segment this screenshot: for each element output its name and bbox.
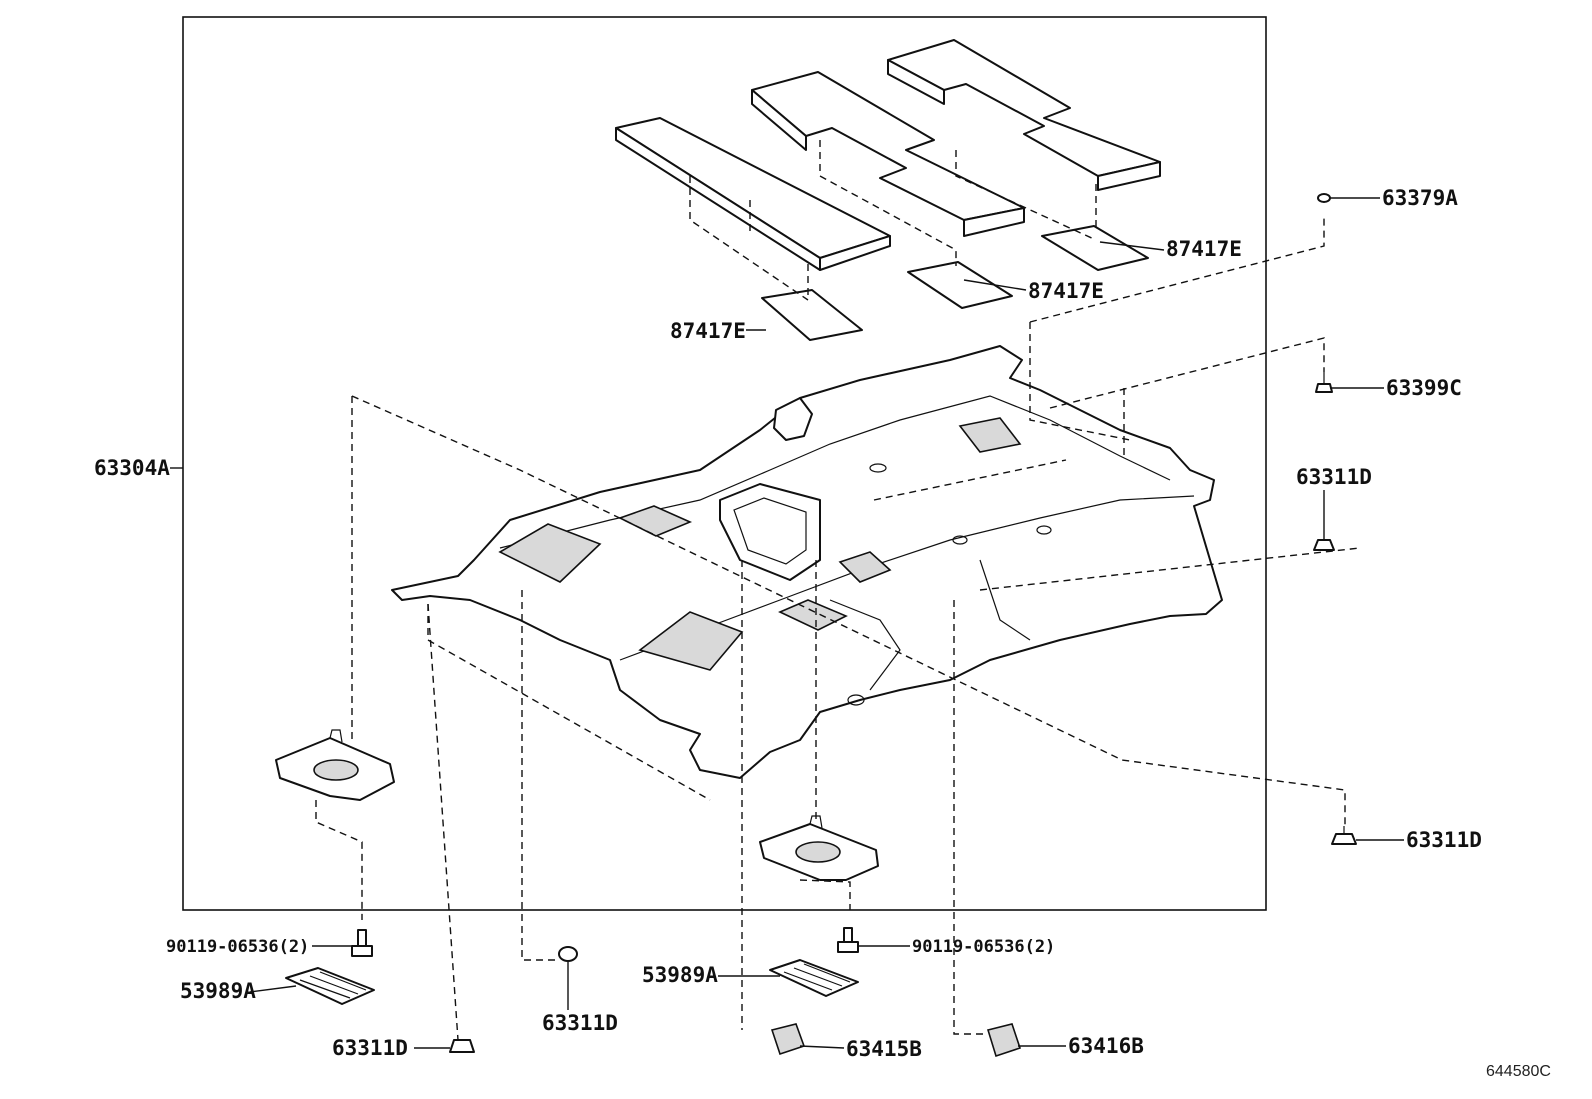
sound-pad-rear [887,39,1161,191]
flat-pad-c [761,289,863,341]
speaker-base-left [275,729,395,801]
pad-guide-lines [689,140,1097,301]
label-clip-right-upper: 63311D [1296,465,1372,489]
sound-pad-middle [751,71,1025,237]
label-clip-top: 63379A [1382,186,1458,210]
label-pad-a: 87417E [1166,237,1242,261]
assembly-frame [182,16,1267,911]
flat-pad-a [1041,225,1149,271]
clip-icon-bottom-center [558,946,578,962]
clip-icon-top [1317,193,1331,203]
label-bolt-left: 90119-06536(2) [166,937,309,957]
lamp-icon-63415b [770,1023,806,1056]
clip-icon-399 [1315,372,1333,393]
label-clip-bottom-left: 63311D [332,1036,408,1060]
label-pad-b: 87417E [1028,279,1104,303]
label-pad-c: 87417E [670,319,746,343]
roof-headliner [391,345,1223,779]
label-assembly: 63304A [94,456,170,480]
label-grille-left: 53989A [180,979,256,1003]
bolt-icon-left [351,929,373,957]
diagram-id: 644580C [1486,1063,1551,1080]
speaker-grille-left [285,967,375,1005]
clip-icon-bottom-left [449,1039,475,1053]
label-clip-bottom-center: 63311D [542,1011,618,1035]
label-bolt-right: 90119-06536(2) [912,937,1055,957]
sound-pad-front [615,117,891,271]
label-lamp-b: 63416B [1068,1034,1144,1058]
speaker-base-right [759,815,879,881]
clip-icon-right-lower [1331,826,1357,845]
label-clip-right-lower: 63311D [1406,828,1482,852]
lamp-icon-63416b [986,1023,1022,1058]
speaker-grille-right [769,959,859,997]
flat-pad-b [907,261,1013,309]
clip-icon-right-upper [1313,539,1335,551]
bolt-icon-right [837,927,859,953]
label-lamp-a: 63415B [846,1037,922,1061]
label-clip-399: 63399C [1386,376,1462,400]
assembly-guide-lines [315,216,1361,1041]
label-grille-right: 53989A [642,963,718,987]
leader-lines [170,197,1404,1049]
